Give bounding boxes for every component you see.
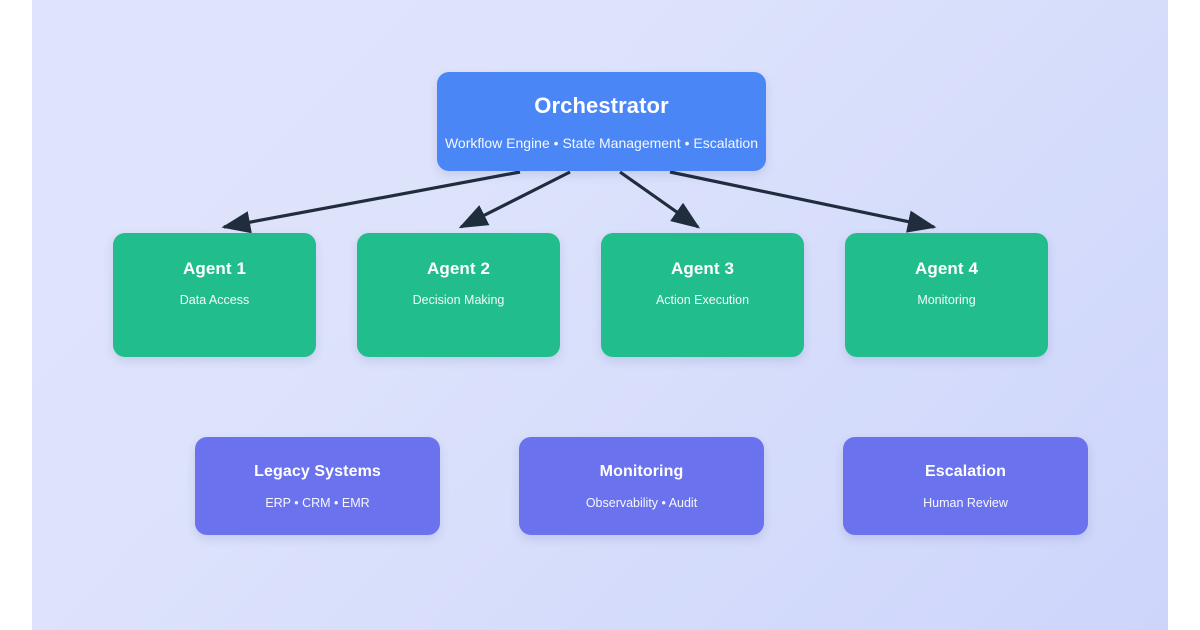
node-agent-4-title: Agent 4 — [914, 259, 979, 278]
node-monitoring-subtitle: Observability • Audit — [585, 496, 698, 510]
node-orchestrator-title: Orchestrator — [534, 93, 669, 118]
node-agent-1[interactable]: Agent 1 Data Access — [113, 233, 316, 357]
node-legacy-systems-subtitle: ERP • CRM • EMR — [265, 496, 370, 510]
arrow-orchestrator-to-agent-3 — [619, 170, 701, 229]
node-escalation-title: Escalation — [924, 463, 1007, 480]
node-escalation-subtitle: Human Review — [923, 496, 1008, 510]
node-escalation[interactable]: Escalation Human Review — [843, 437, 1088, 535]
node-monitoring[interactable]: Monitoring Observability • Audit — [519, 437, 764, 535]
node-agent-4[interactable]: Agent 4 Monitoring — [845, 233, 1048, 357]
arrow-orchestrator-to-agent-2 — [458, 170, 571, 229]
arrow-orchestrator-to-agent-4 — [669, 170, 937, 233]
node-agent-3-title: Agent 3 — [670, 259, 735, 278]
node-agent-2-subtitle: Decision Making — [412, 293, 505, 307]
node-orchestrator[interactable]: Orchestrator Workflow Engine • State Man… — [437, 72, 766, 171]
node-agent-2-title: Agent 2 — [426, 259, 491, 278]
node-agent-3-subtitle: Action Execution — [655, 293, 750, 307]
node-agent-1-title: Agent 1 — [182, 259, 247, 278]
diagram-canvas: Orchestrator Workflow Engine • State Man… — [32, 0, 1168, 630]
node-agent-1-subtitle: Data Access — [179, 293, 250, 307]
node-agent-4-subtitle: Monitoring — [917, 293, 976, 307]
node-agent-2[interactable]: Agent 2 Decision Making — [357, 233, 560, 357]
arrow-orchestrator-to-agent-1 — [221, 170, 521, 234]
node-legacy-systems-title: Legacy Systems — [254, 463, 381, 480]
node-agent-3[interactable]: Agent 3 Action Execution — [601, 233, 804, 357]
node-legacy-systems[interactable]: Legacy Systems ERP • CRM • EMR — [195, 437, 440, 535]
node-orchestrator-subtitle: Workflow Engine • State Management • Esc… — [444, 135, 759, 151]
node-monitoring-title: Monitoring — [599, 463, 684, 480]
